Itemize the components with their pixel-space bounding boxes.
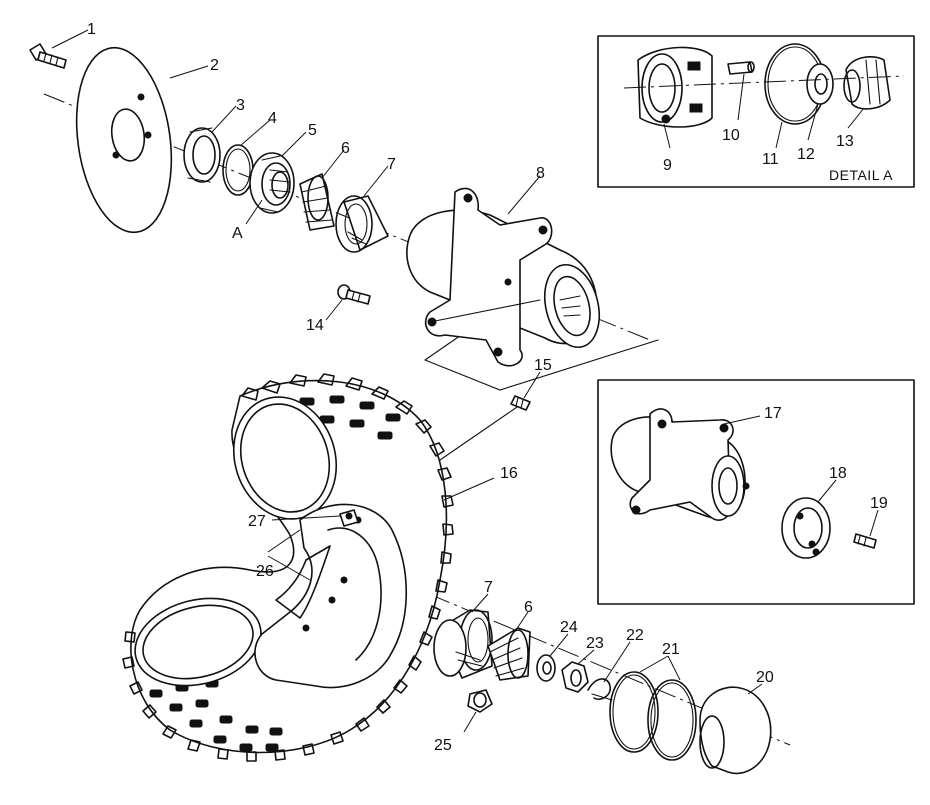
callout-21: 21 — [662, 641, 680, 658]
callout-2: 2 — [210, 57, 219, 74]
part-22-cotter-pin — [587, 678, 613, 701]
leader-lines — [51, 29, 879, 733]
callout-15: 15 — [534, 357, 552, 374]
part-27-valve-stem — [339, 509, 359, 527]
callout-17: 17 — [764, 405, 782, 422]
callout-4: 4 — [268, 110, 277, 127]
callout-5: 5 — [308, 122, 317, 139]
callout-12: 12 — [797, 146, 815, 163]
part-23-nut — [561, 661, 589, 693]
part-26-wheel-rim — [254, 503, 408, 689]
part-1-bolt — [29, 43, 67, 69]
callout-26: 26 — [256, 563, 274, 580]
detail-a-caption: DETAIL A — [829, 167, 893, 183]
part-24-washer — [536, 654, 556, 682]
callout-27: 27 — [248, 513, 266, 530]
callout-10: 10 — [722, 127, 740, 144]
callout-20: 20 — [756, 669, 774, 686]
callout-23: 23 — [586, 635, 604, 652]
alt-hub-box — [597, 379, 915, 605]
callout-1: 1 — [87, 21, 96, 38]
callout-6-lower: 6 — [524, 599, 533, 616]
callout-16: 16 — [500, 465, 518, 482]
part-20-hub-cap — [699, 686, 772, 775]
part-2-brake-disc — [75, 46, 173, 234]
callout-6-upper: 6 — [341, 140, 350, 157]
part-9-housing — [637, 46, 713, 128]
callout-14: 14 — [306, 317, 324, 334]
callout-18: 18 — [829, 465, 847, 482]
part-6-bearing-lower — [487, 627, 531, 681]
callout-labels: 1 2 3 4 5 6 7 8 A 9 10 11 12 13 DETAIL A… — [87, 21, 893, 754]
part-21-o-rings — [609, 671, 697, 761]
detail-a-box — [597, 35, 915, 188]
part-5-carrier — [249, 152, 295, 214]
callout-25: 25 — [434, 737, 452, 754]
part-19-bolt — [853, 533, 877, 549]
callout-24: 24 — [560, 619, 578, 636]
part-4-snap-ring — [222, 144, 254, 196]
callout-7-upper: 7 — [387, 156, 396, 173]
part-6-bearing-upper — [299, 173, 335, 231]
callout-11: 11 — [762, 151, 779, 168]
view-marker-a: A — [232, 225, 243, 242]
part-10-pin — [727, 61, 755, 75]
part-12-washer — [806, 63, 834, 105]
callout-3: 3 — [236, 97, 245, 114]
callout-9: 9 — [663, 157, 672, 174]
part-7-race-lower — [433, 609, 493, 679]
part-8-hub — [406, 187, 600, 367]
part-14-bolt — [337, 284, 371, 305]
part-3-seal — [183, 127, 221, 183]
callout-13: 13 — [836, 133, 854, 150]
part-18-cap — [781, 497, 831, 559]
callout-8: 8 — [536, 165, 545, 182]
callout-7-lower: 7 — [484, 579, 493, 596]
part-13-cap — [843, 56, 891, 110]
callout-19: 19 — [870, 495, 888, 512]
callout-22: 22 — [626, 627, 644, 644]
part-15-stud — [510, 395, 531, 411]
part-7-race-upper — [335, 195, 389, 253]
part-25-plug — [467, 689, 493, 713]
part-17-hub — [610, 408, 750, 521]
